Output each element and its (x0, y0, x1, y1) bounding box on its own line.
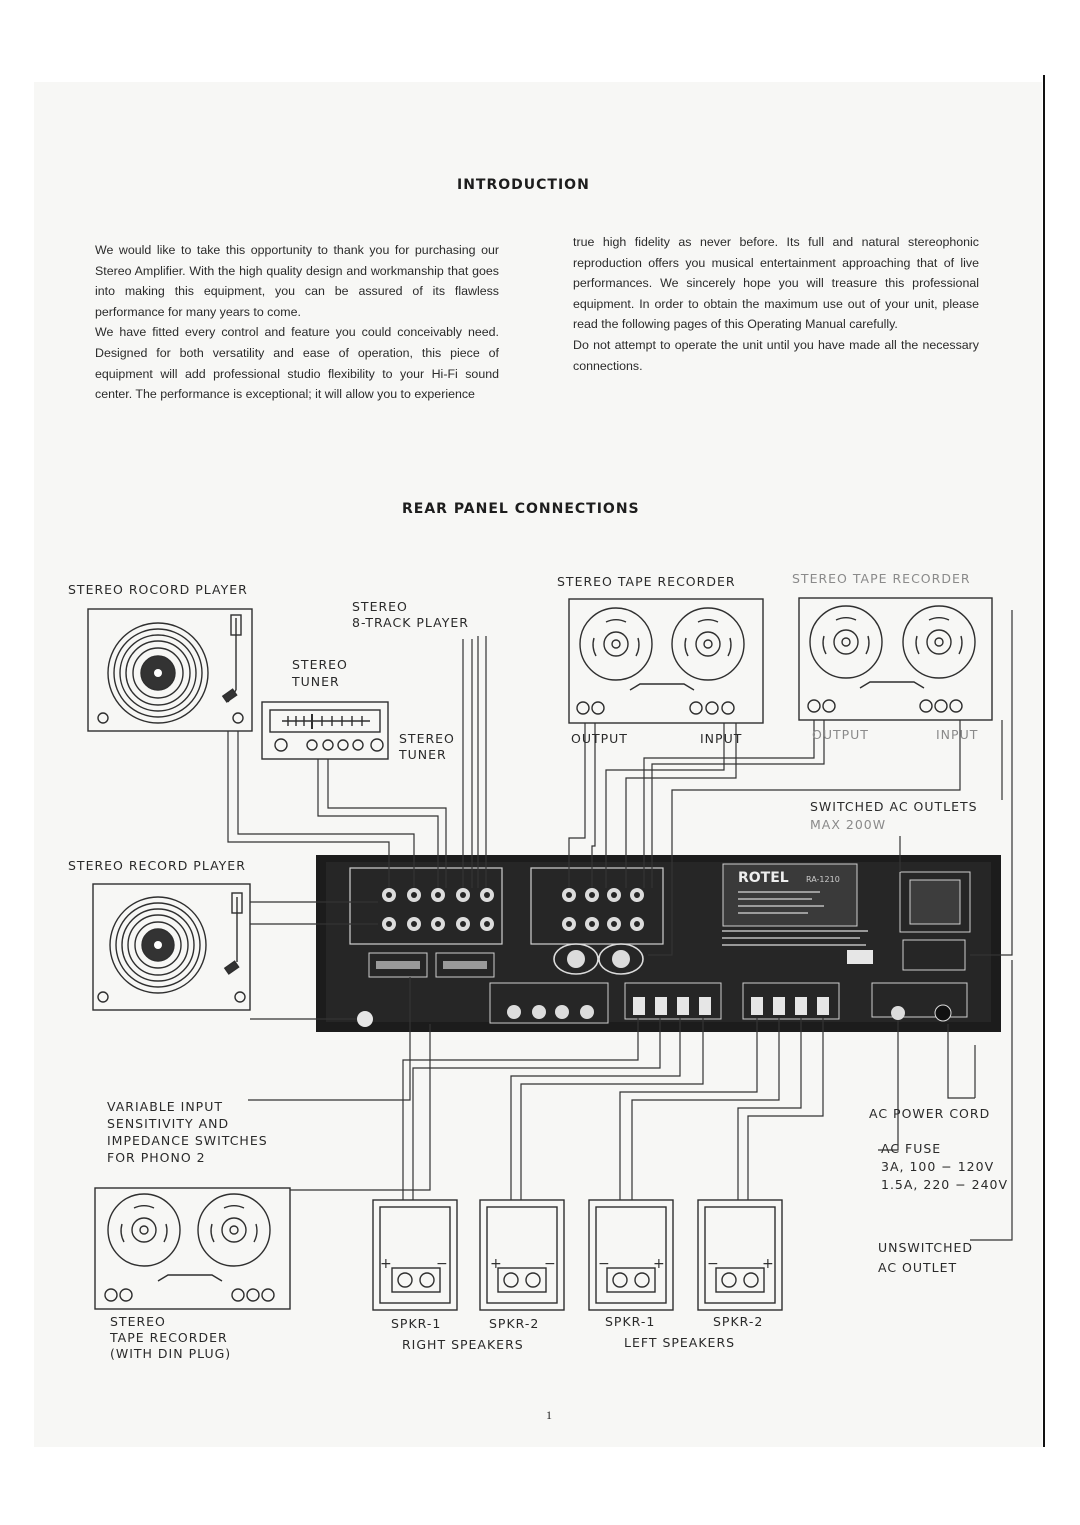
intro-left-paragraph-2: We have fitted every control and feature… (95, 325, 499, 402)
label-output-1: OUTPUT (571, 731, 628, 746)
intro-left-paragraph-1: We would like to take this opportunity t… (95, 243, 499, 319)
rear-panel-heading: REAR PANEL CONNECTIONS (402, 501, 640, 517)
label-unswitched-line1: UNSWITCHED (878, 1240, 974, 1255)
label-tape-recorder-2: STEREO TAPE RECORDER (792, 571, 971, 586)
speaker-left-2-icon: − + (697, 1199, 783, 1311)
svg-text:−: − (436, 1256, 448, 1272)
label-spkr-right-1: SPKR-1 (391, 1316, 442, 1331)
label-variable-input-line1: VARIABLE INPUT (107, 1099, 223, 1114)
label-ac-power-cord: AC POWER CORD (869, 1106, 991, 1121)
label-switched-outlets-line2: MAX 200W (810, 817, 887, 832)
label-spkr-left-1: SPKR-1 (605, 1314, 656, 1329)
label-record-player-top: STEREO ROCORD PLAYER (68, 582, 248, 597)
svg-text:−: − (598, 1256, 610, 1272)
label-ac-fuse-line2: 3A, 100 − 120V (881, 1159, 995, 1174)
label-8track-line1: STEREO (352, 599, 408, 614)
label-ac-fuse-line1: AC FUSE (881, 1141, 942, 1156)
label-tuner-a-line1: STEREO (292, 657, 348, 672)
svg-text:+: + (762, 1256, 774, 1272)
intro-right-column: true high fidelity as never before. Its … (573, 232, 979, 376)
speaker-right-1-icon: + − (372, 1199, 458, 1311)
svg-text:+: + (380, 1256, 392, 1272)
svg-text:−: − (544, 1256, 556, 1272)
intro-right-paragraph-2: Do not attempt to operate the unit until… (573, 337, 979, 373)
label-record-player-bottom: STEREO RECORD PLAYER (68, 858, 246, 873)
label-variable-input-line2: SENSITIVITY AND (107, 1116, 230, 1131)
label-right-speakers: RIGHT SPEAKERS (402, 1337, 524, 1352)
label-input-2: INPUT (936, 727, 979, 742)
page-edge-line (1043, 75, 1045, 1447)
paper-sheet (34, 82, 1042, 1447)
tuner-icon (261, 701, 389, 760)
page-number: 1 (546, 1408, 552, 1422)
label-tuner-a-line2: TUNER (292, 674, 340, 689)
label-din-tape-line1: STEREO (110, 1314, 166, 1329)
speaker-left-1-icon: − + (588, 1199, 674, 1311)
label-input-1: INPUT (700, 731, 743, 746)
tape-recorder-2-icon (798, 597, 993, 721)
intro-heading: INTRODUCTION (457, 177, 590, 193)
din-tape-recorder-icon (94, 1187, 291, 1310)
label-variable-input-line4: FOR PHONO 2 (107, 1150, 206, 1165)
label-switched-outlets-line1: SWITCHED AC OUTLETS (810, 799, 978, 814)
brand-label: ROTEL (738, 870, 789, 886)
turntable-bottom-icon (92, 883, 251, 1011)
label-tuner-b-line1: STEREO (399, 731, 455, 746)
amplifier-rear-panel: ROTEL RA-1210 (316, 855, 1001, 1032)
label-output-2: OUTPUT (812, 727, 869, 742)
label-ac-fuse-line3: 1.5A, 220 − 240V (881, 1177, 1009, 1192)
label-tape-recorder-1: STEREO TAPE RECORDER (557, 574, 736, 589)
label-left-speakers: LEFT SPEAKERS (624, 1335, 736, 1350)
label-spkr-right-2: SPKR-2 (489, 1316, 540, 1331)
svg-text:−: − (707, 1256, 719, 1272)
connection-cables (227, 610, 1013, 1241)
label-din-tape-line3: (WITH DIN PLUG) (110, 1346, 232, 1361)
intro-left-column: We would like to take this opportunity t… (95, 240, 499, 405)
tape-recorder-1-icon (568, 598, 764, 724)
label-din-tape-line2: TAPE RECORDER (110, 1330, 228, 1345)
svg-text:+: + (653, 1256, 665, 1272)
label-variable-input-line3: IMPEDANCE SWITCHES (107, 1133, 268, 1148)
svg-text:+: + (490, 1256, 502, 1272)
label-8track-line2: 8-TRACK PLAYER (352, 615, 469, 630)
intro-right-paragraph-1: true high fidelity as never before. Its … (573, 235, 979, 332)
speaker-right-2-icon: + − (479, 1199, 565, 1311)
label-tuner-b-line2: TUNER (399, 747, 447, 762)
model-label: RA-1210 (806, 875, 840, 884)
label-unswitched-line2: AC OUTLET (878, 1260, 958, 1275)
turntable-top-icon (87, 608, 253, 732)
label-spkr-left-2: SPKR-2 (713, 1314, 764, 1329)
